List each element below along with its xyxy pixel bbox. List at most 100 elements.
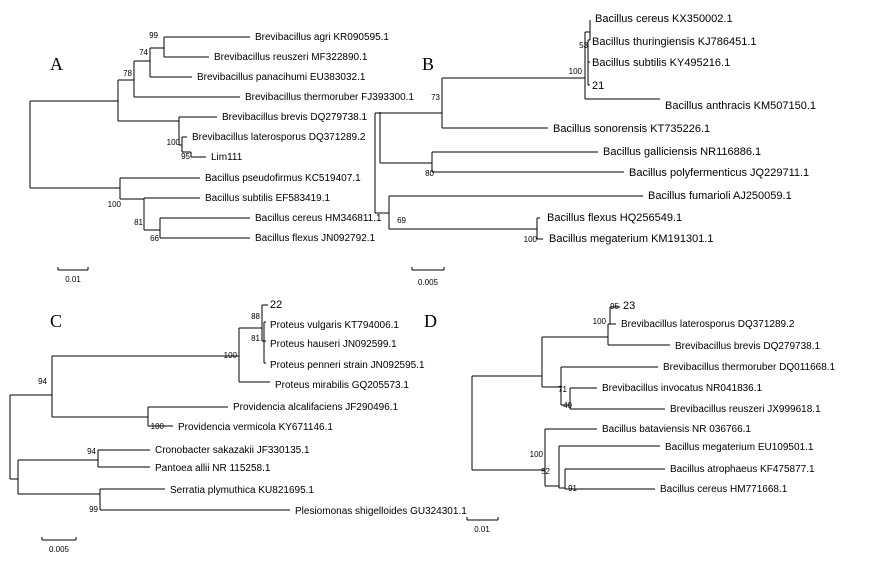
taxon-label: Brevibacillus reuszeri JX999618.1 [670,404,821,415]
taxon-label: Bacillus bataviensis NR 036766.1 [602,424,751,435]
bootstrap-value: 69 [397,216,406,225]
bootstrap-value: 100 [524,235,538,244]
bootstrap-value: 80 [425,169,434,178]
taxon-label: Lim111 [211,152,243,163]
taxon-label: Bacillus fumarioli AJ250059.1 [648,190,792,202]
taxon-label: Bacillus cereus HM771668.1 [660,484,788,495]
bootstrap-value: 40 [563,401,572,410]
panel-a-letter: A [50,54,63,74]
bootstrap-value: 94 [38,377,47,386]
bootstrap-value: 100 [151,422,165,431]
scale-bar-label: 0.005 [418,278,439,287]
taxon-label: Bacillus subtilis KY495216.1 [592,57,730,69]
taxon-label: Brevibacillus laterosporus DQ371289.2 [192,132,366,143]
taxon-label: Brevibacillus brevis DQ279738.1 [675,341,821,352]
bootstrap-value: 100 [530,450,544,459]
panel-c: C 22 Proteus vulgaris KT794006.1 Proteus… [9,299,467,554]
taxon-label: Proteus vulgaris KT794006.1 [270,320,399,331]
taxon-label: Bacillus galliciensis NR116886.1 [603,146,761,158]
panel-b-branches [374,20,660,240]
taxon-label: Bacillus cereus HM346811.1 [255,213,382,224]
bootstrap-value: 78 [123,69,132,78]
panel-b-scale-bar: 0.005 [411,267,445,287]
taxon-label: Bacillus flexus JN092792.1 [255,233,376,244]
taxon-label: Brevibacillus brevis DQ279738.1 [222,112,368,123]
bootstrap-value: 100 [569,67,583,76]
taxon-label: Plesiomonas shigelloides GU324301.1 [295,506,467,517]
bootstrap-value: 74 [139,48,148,57]
panel-d-letter: D [424,311,437,331]
taxon-label: Bacillus megaterium EU109501.1 [665,442,814,453]
scale-bar-label: 0.005 [49,545,70,554]
taxon-label: 22 [270,299,282,311]
taxon-label: Brevibacillus laterosporus DQ371289.2 [621,319,795,330]
taxon-label: Providencia alcalifaciens JF290496.1 [233,402,399,413]
taxon-label: Bacillus subtilis EF583419.1 [205,193,331,204]
taxon-label: Providencia vermicola KY671146.1 [178,422,333,433]
taxon-label: 21 [592,80,604,92]
panel-d-scale-bar: 0.01 [466,517,499,534]
panel-a-taxa: Brevibacillus agri KR090595.1 Brevibacil… [192,32,414,244]
bootstrap-value: 91 [568,484,577,493]
panel-b-taxa: Bacillus cereus KX350002.1 Bacillus thur… [547,13,816,245]
panel-c-branches [9,304,290,511]
bootstrap-value: 66 [150,234,159,243]
taxon-label: Serratia plymuthica KU821695.1 [170,485,314,496]
panel-b-letter: B [422,54,434,74]
taxon-label: Bacillus anthracis KM507150.1 [665,100,816,112]
taxon-label: Brevibacillus thermoruber FJ393300.1 [245,92,414,103]
taxon-label: Brevibacillus invocatus NR041836.1 [602,383,763,394]
panel-d-bootstrap: 95 100 71 40 100 52 91 [530,302,620,493]
taxon-label: 23 [623,300,635,312]
bootstrap-value: 100 [108,200,122,209]
taxon-label: Brevibacillus thermoruber DQ011668.1 [663,362,836,373]
bootstrap-value: 95 [181,152,190,161]
bootstrap-value: 52 [541,467,550,476]
bootstrap-value: 99 [89,505,98,514]
taxon-label: Bacillus atrophaeus KF475877.1 [670,464,815,475]
taxon-label: Bacillus pseudofirmus KC519407.1 [205,173,361,184]
bootstrap-value: 71 [558,385,567,394]
panel-d-branches [471,306,670,490]
bootstrap-value: 81 [251,334,260,343]
taxon-label: Bacillus megaterium KM191301.1 [549,233,713,245]
bootstrap-value: 99 [149,31,158,40]
panel-a: A Brevibacillus agri KR090595.1 Brevibac… [29,31,414,284]
panel-a-branches [29,36,250,239]
panel-d-taxa: 23 Brevibacillus laterosporus DQ371289.2… [602,300,836,495]
bootstrap-value: 81 [134,218,143,227]
bootstrap-value: 94 [87,447,96,456]
panel-b-bootstrap: 53 100 73 80 69 100 [397,41,588,244]
panel-c-letter: C [50,311,62,331]
taxon-label: Proteus mirabilis GQ205573.1 [275,380,409,391]
panel-c-taxa: 22 Proteus vulgaris KT794006.1 Proteus h… [155,299,467,517]
scale-bar-label: 0.01 [65,275,81,284]
taxon-label: Proteus penneri strain JN092595.1 [270,360,425,371]
taxon-label: Brevibacillus reuszeri MF322890.1 [214,52,368,63]
scale-bar-label: 0.01 [474,525,490,534]
taxon-label: Bacillus flexus HQ256549.1 [547,212,682,224]
panel-c-scale-bar: 0.005 [41,537,77,554]
taxon-label: Bacillus polyfermenticus JQ229711.1 [629,167,809,179]
bootstrap-value: 100 [224,351,238,360]
bootstrap-value: 100 [167,138,181,147]
bootstrap-value: 95 [610,302,619,311]
panel-d: D 23 Brevibacillus laterosporus DQ371289… [424,300,836,534]
panel-b: B Bacillus cereus KX350002.1 Bacillus th… [374,13,816,287]
taxon-label: Brevibacillus agri KR090595.1 [255,32,389,43]
taxon-label: Proteus hauseri JN092599.1 [270,339,397,350]
bootstrap-value: 53 [579,41,588,50]
taxon-label: Bacillus cereus KX350002.1 [595,13,733,25]
panel-a-scale-bar: 0.01 [57,267,89,284]
panel-a-bootstrap: 99 74 78 100 95 100 81 66 [108,31,191,243]
taxon-label: Bacillus thuringiensis KJ786451.1 [592,36,757,48]
taxon-label: Bacillus sonorensis KT735226.1 [553,123,710,135]
taxon-label: Pantoea allii NR 115258.1 [155,463,271,474]
bootstrap-value: 100 [593,317,607,326]
bootstrap-value: 88 [251,312,260,321]
taxon-label: Brevibacillus panacihumi EU383032.1 [197,72,366,83]
taxon-label: Cronobacter sakazakii JF330135.1 [155,445,310,456]
panel-c-bootstrap: 88 81 100 100 94 94 99 [38,312,260,514]
bootstrap-value: 73 [431,93,440,102]
